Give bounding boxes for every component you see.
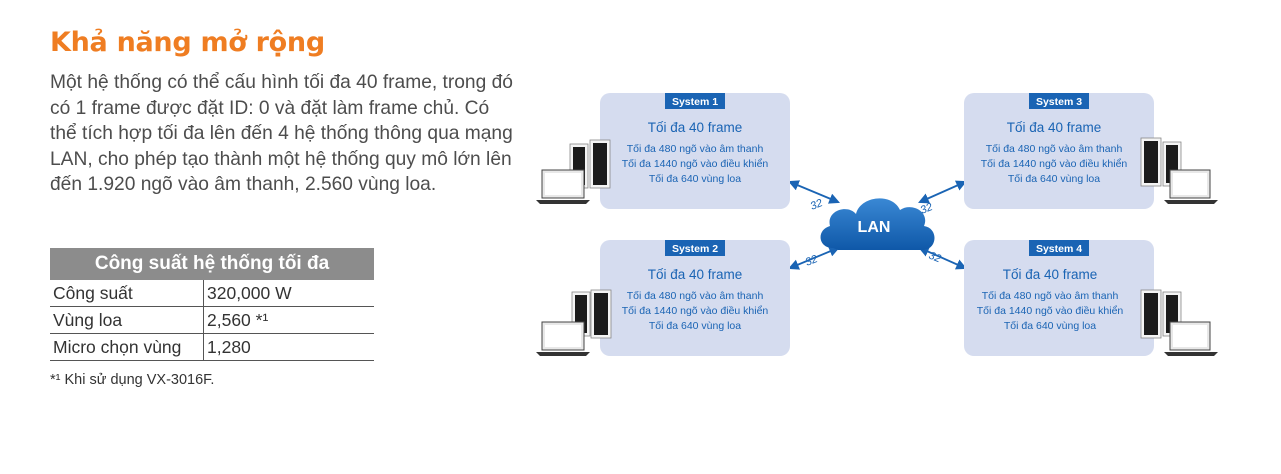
lan-label: LAN bbox=[858, 219, 891, 236]
row-value: 320,000 W bbox=[203, 280, 374, 307]
system-label: System 4 bbox=[1036, 243, 1082, 255]
system-speaker-zones: Tối đa 640 vùng loa bbox=[1008, 173, 1100, 185]
arrow-system-2 bbox=[788, 246, 840, 270]
row-label: Micro chọn vùng bbox=[50, 333, 204, 361]
description-paragraph: Một hệ thống có thể cấu hình tối đa 40 f… bbox=[50, 72, 513, 196]
system-control-inputs: Tối đa 1440 ngõ vào điều khiển bbox=[622, 158, 769, 170]
lan-cloud: LAN bbox=[820, 198, 935, 250]
system-frames: Tối đa 40 frame bbox=[1003, 267, 1098, 282]
laptop-icon bbox=[536, 321, 590, 356]
system-1-equipment bbox=[536, 139, 611, 204]
port-label-2: 32 bbox=[804, 253, 820, 269]
page-title: Khả năng mở rộng bbox=[50, 27, 325, 58]
system-3-box: System 3 Tối đa 40 frame Tối đa 480 ngõ … bbox=[964, 93, 1154, 209]
system-control-inputs: Tối đa 1440 ngõ vào điều khiển bbox=[977, 305, 1124, 317]
footnote: *¹ Khi sử dụng VX-3016F. bbox=[50, 372, 215, 388]
system-speaker-zones: Tối đa 640 vùng loa bbox=[649, 320, 741, 332]
connection-arrows bbox=[788, 180, 967, 270]
system-label: System 3 bbox=[1036, 96, 1082, 108]
system-4-equipment bbox=[1140, 289, 1218, 356]
port-label-1: 32 bbox=[809, 197, 825, 213]
laptop-icon bbox=[1164, 169, 1218, 204]
system-control-inputs: Tối đa 1440 ngõ vào điều khiển bbox=[981, 158, 1128, 170]
system-control-inputs: Tối đa 1440 ngõ vào điều khiển bbox=[622, 305, 769, 317]
system-audio-inputs: Tối đa 480 ngõ vào âm thanh bbox=[627, 290, 764, 302]
system-frames: Tối đa 40 frame bbox=[1007, 120, 1102, 135]
system-audio-inputs: Tối đa 480 ngõ vào âm thanh bbox=[982, 290, 1119, 302]
port-label-4: 32 bbox=[927, 250, 943, 266]
table-row: Micro chọn vùng 1,280 bbox=[50, 333, 374, 361]
system-frames: Tối đa 40 frame bbox=[648, 267, 743, 282]
arrow-system-3 bbox=[918, 180, 967, 204]
system-audio-inputs: Tối đa 480 ngõ vào âm thanh bbox=[627, 143, 764, 155]
row-label: Vùng loa bbox=[50, 306, 204, 334]
system-audio-inputs: Tối đa 480 ngõ vào âm thanh bbox=[986, 143, 1123, 155]
network-diagram: 32 32 32 32 LAN System 1 Tối đa 40 frame… bbox=[536, 93, 1218, 356]
row-value: 2,560 *¹ bbox=[203, 306, 374, 334]
system-label: System 1 bbox=[672, 96, 718, 108]
table-row: Công suất 320,000 W bbox=[50, 280, 374, 307]
cloud-icon bbox=[820, 198, 935, 250]
system-4-box: System 4 Tối đa 40 frame Tối đa 480 ngõ … bbox=[964, 240, 1154, 356]
row-label: Công suất bbox=[50, 280, 204, 307]
arrow-system-1 bbox=[788, 180, 840, 204]
arrow-system-4 bbox=[918, 246, 967, 270]
laptop-icon bbox=[1164, 321, 1218, 356]
system-frames: Tối đa 40 frame bbox=[648, 120, 743, 135]
rack-icon bbox=[1140, 289, 1182, 339]
row-value: 1,280 bbox=[203, 333, 374, 361]
table-header: Công suất hệ thống tối đa bbox=[50, 248, 374, 280]
system-2-box: System 2 Tối đa 40 frame Tối đa 480 ngõ … bbox=[600, 240, 790, 356]
system-2-equipment bbox=[536, 289, 612, 356]
system-speaker-zones: Tối đa 640 vùng loa bbox=[1004, 320, 1096, 332]
max-capacity-table: Công suất hệ thống tối đa Công suất 320,… bbox=[50, 248, 374, 361]
system-speaker-zones: Tối đa 640 vùng loa bbox=[649, 173, 741, 185]
system-3-equipment bbox=[1140, 137, 1218, 204]
system-label: System 2 bbox=[672, 243, 718, 255]
table-row: Vùng loa 2,560 *¹ bbox=[50, 306, 374, 334]
port-label-3: 32 bbox=[919, 201, 935, 217]
laptop-icon bbox=[536, 169, 590, 204]
system-1-box: System 1 Tối đa 40 frame Tối đa 480 ngõ … bbox=[600, 93, 790, 209]
